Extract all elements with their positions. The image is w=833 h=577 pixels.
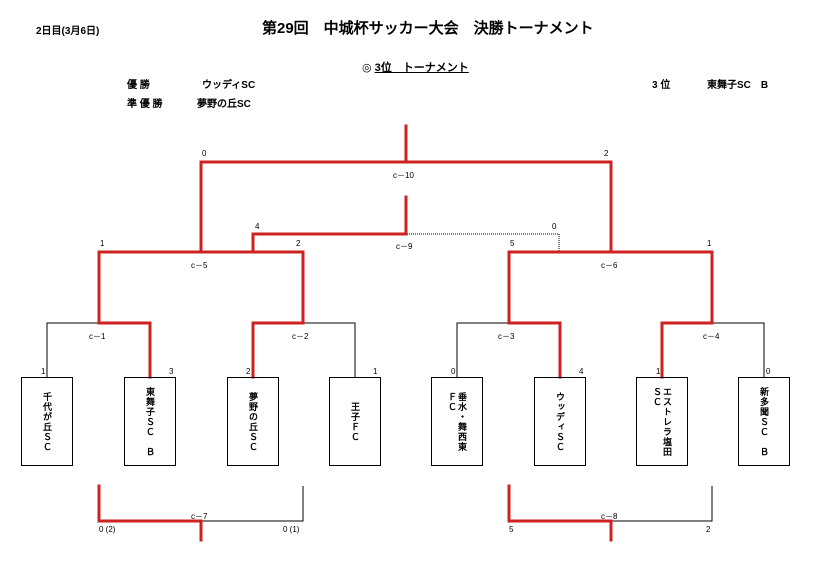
team-name: 夢野の丘ＳＣ	[248, 391, 258, 452]
team-box: 夢野の丘ＳＣ	[227, 377, 279, 466]
match-label-c9: c－9	[396, 242, 413, 251]
score-c4-right: 0	[766, 367, 771, 376]
score-c9-left: 4	[255, 222, 260, 231]
score-c2-left: 2	[246, 367, 251, 376]
match-label-c8: c－8	[601, 512, 618, 521]
third-place-heading: 3位 トーナメント	[374, 62, 469, 74]
team-name: 千代が丘ＳＣ	[42, 391, 52, 452]
team-name: ウッディＳＣ	[555, 391, 565, 452]
score-c8-left: 5	[509, 525, 514, 534]
runner-up-label: 準 優 勝	[127, 99, 163, 110]
runner-up-team: 夢野の丘SC	[197, 99, 251, 110]
double-circle-icon: ◎	[362, 62, 372, 74]
score-c6-right: 1	[707, 239, 712, 248]
score-c6-left: 5	[510, 239, 515, 248]
team-name: 新多聞ＳＣ Ｂ	[759, 386, 769, 457]
score-c7-left: 0 (2)	[99, 525, 116, 534]
team-box: エストレラ塩田 ＳＣ	[636, 377, 688, 466]
third-place-label: 3 位	[652, 80, 671, 91]
match-label-c6: c－6	[601, 261, 618, 270]
team-name: 東舞子ＳＣ Ｂ	[145, 386, 155, 457]
match-label-c5: c－5	[191, 261, 208, 270]
team-name: 王子ＦＣ	[350, 401, 360, 442]
score-c10-left: 0	[202, 149, 207, 158]
score-c10-right: 2	[604, 149, 609, 158]
score-c3-left: 0	[451, 367, 456, 376]
score-c3-right: 4	[579, 367, 584, 376]
date-label: 2日目(3月6日)	[36, 26, 100, 37]
match-label-c4: c－4	[703, 332, 720, 341]
page-title: 第29回 中城杯サッカー大会 決勝トーナメント	[262, 20, 594, 37]
team-box: 垂水・舞西東 ＦＣ	[431, 377, 483, 466]
team-box: 千代が丘ＳＣ	[21, 377, 73, 466]
score-c8-right: 2	[706, 525, 711, 534]
score-c7-right: 0 (1)	[283, 525, 300, 534]
score-c9-right: 0	[552, 222, 557, 231]
score-c1-right: 3	[169, 367, 174, 376]
team-box: 東舞子ＳＣ Ｂ	[124, 377, 176, 466]
champion-team: ウッディSC	[202, 80, 256, 91]
match-label-c3: c－3	[498, 332, 515, 341]
third-place-title: ◎ 3位 トーナメント	[362, 59, 469, 75]
score-c1-left: 1	[41, 367, 46, 376]
score-c2-right: 1	[373, 367, 378, 376]
champion-label: 優 勝	[127, 80, 150, 91]
team-name: 垂水・舞西東 ＦＣ	[447, 391, 467, 452]
team-box: ウッディＳＣ	[534, 377, 586, 466]
match-label-c10: c－10	[393, 171, 414, 180]
match-label-c1: c－1	[89, 332, 106, 341]
team-name: エストレラ塩田 ＳＣ	[652, 386, 672, 457]
team-box: 新多聞ＳＣ Ｂ	[738, 377, 790, 466]
score-c5-right: 2	[296, 239, 301, 248]
third-place-team: 東舞子SC B	[707, 80, 769, 91]
score-c5-left: 1	[100, 239, 105, 248]
team-box: 王子ＦＣ	[329, 377, 381, 466]
match-label-c7: c－7	[191, 512, 208, 521]
score-c4-left: 1	[656, 367, 661, 376]
match-label-c2: c－2	[292, 332, 309, 341]
